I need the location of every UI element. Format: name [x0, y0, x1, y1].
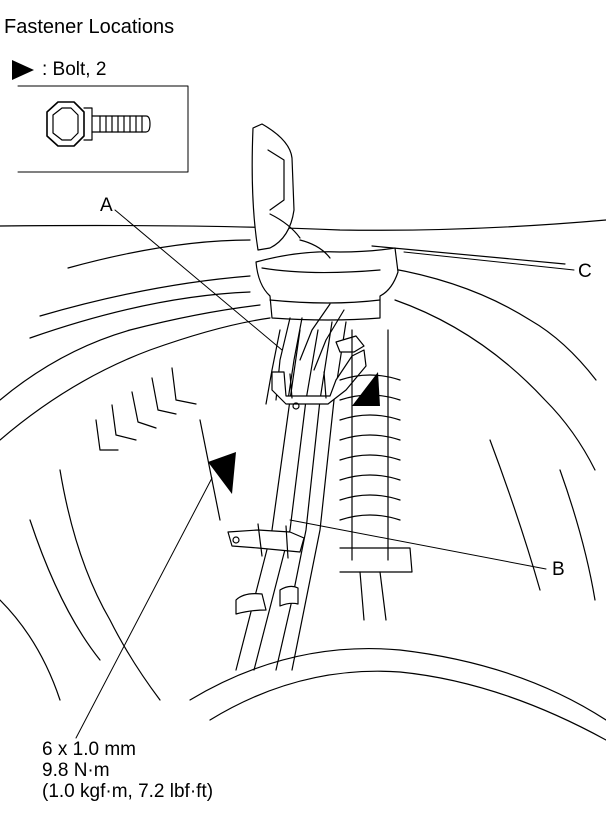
callout-c: C	[578, 261, 592, 282]
bolt-arrows	[208, 372, 380, 494]
leader-torque	[75, 477, 213, 739]
brake-hose	[235, 321, 347, 671]
bolt-icon	[46, 101, 151, 147]
upper-bracket	[271, 335, 367, 410]
diagram-title: Fastener Locations	[4, 16, 175, 38]
torque-spec-alt: (1.0 kgf·m, 7.2 lbf·ft)	[42, 781, 214, 802]
body-panel	[0, 219, 606, 701]
bolt-marker-icon	[12, 60, 34, 80]
callout-a: A	[100, 195, 113, 216]
lower-bracket	[227, 523, 305, 559]
legend-label: : Bolt, 2	[42, 59, 107, 80]
bolt-arrow-upper	[352, 372, 380, 406]
callout-b: B	[552, 559, 565, 580]
bolt-arrow-lower	[208, 452, 236, 494]
torque-spec: 6 x 1.0 mm 9.8 N·m (1.0 kgf·m, 7.2 lbf·f…	[42, 739, 213, 802]
leader-a	[114, 209, 283, 351]
knuckle	[189, 647, 606, 741]
leader-lines	[75, 209, 575, 739]
top-connector	[251, 123, 301, 251]
leader-c	[403, 251, 575, 271]
upper-mount	[255, 247, 399, 321]
leader-b	[289, 519, 547, 570]
legend-box	[17, 85, 189, 173]
torque-spec-size: 6 x 1.0 mm	[42, 739, 136, 760]
wire-harness	[265, 239, 345, 405]
torque-spec-nm: 9.8 N·m	[42, 760, 110, 781]
